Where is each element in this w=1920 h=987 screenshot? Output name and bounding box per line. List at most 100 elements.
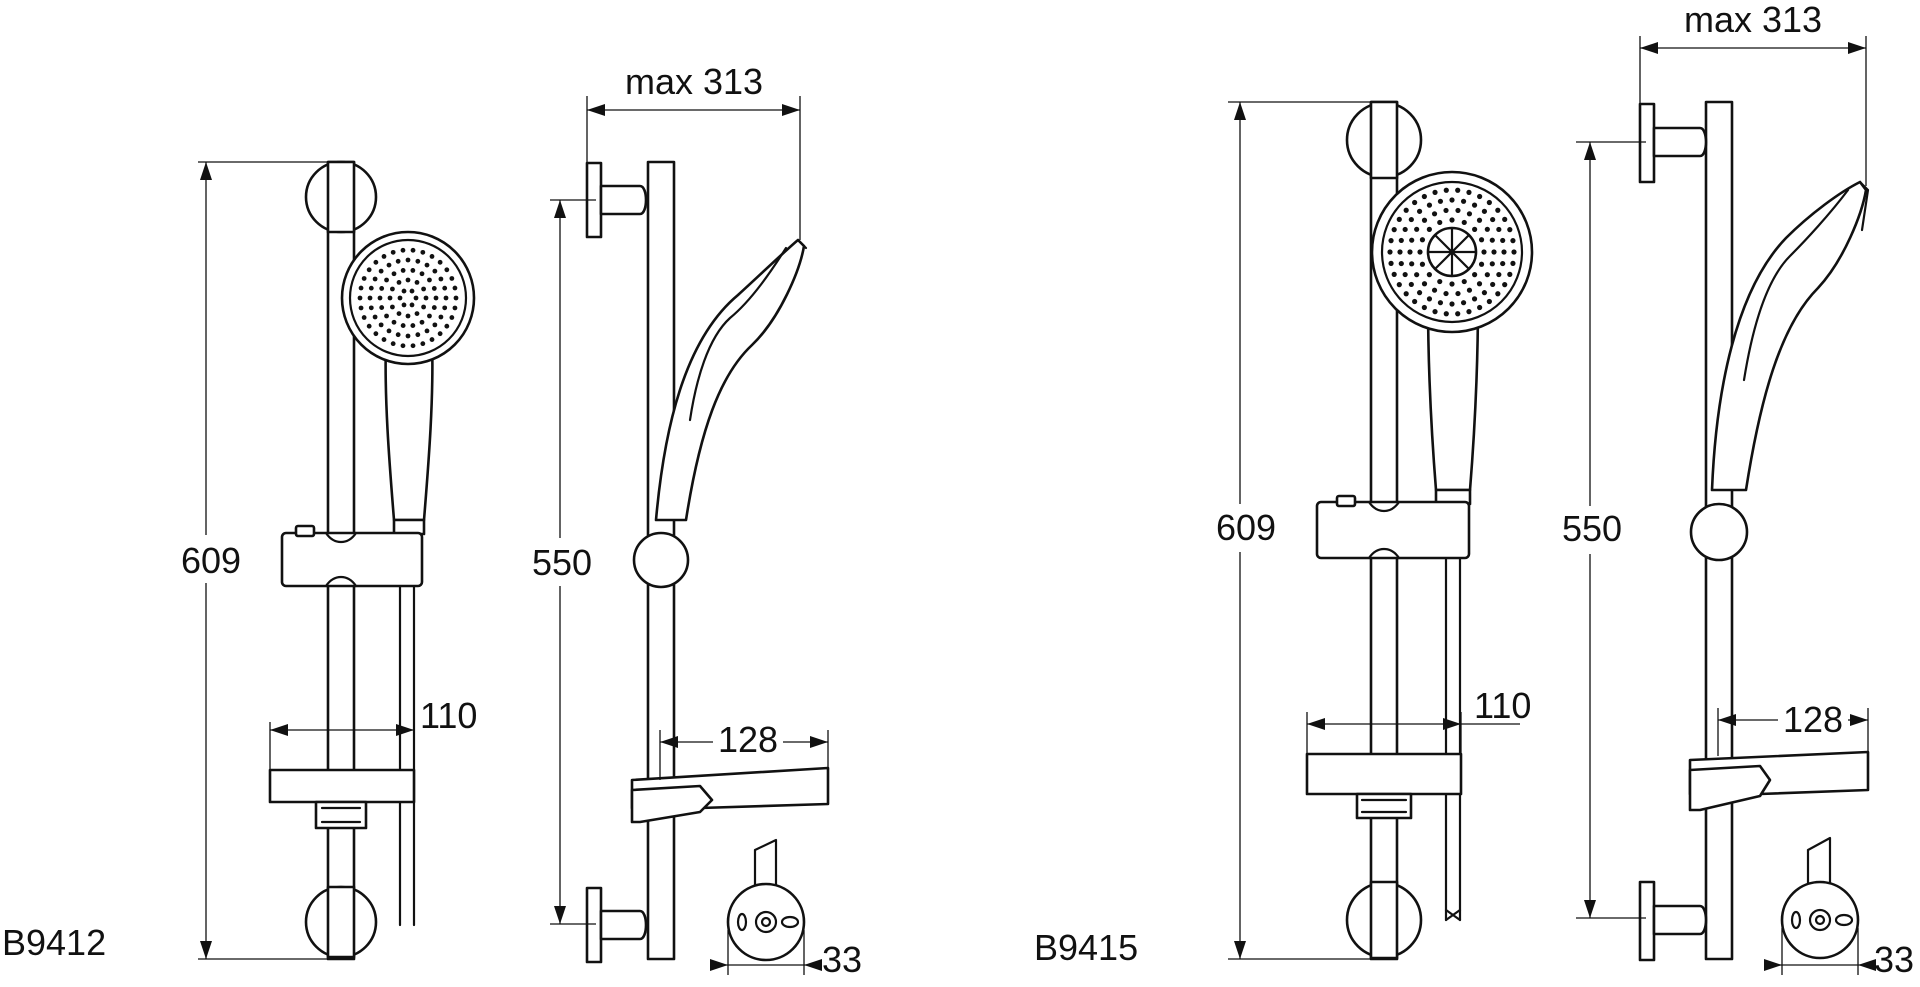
nozzle-dot xyxy=(1486,298,1492,305)
nozzle-dot xyxy=(429,254,435,259)
nozzle-dot xyxy=(1402,271,1408,278)
nozzle-dot xyxy=(1455,290,1461,297)
nozzle-dot xyxy=(1466,211,1473,217)
nozzle-dot xyxy=(395,258,401,264)
nozzle-dot xyxy=(1421,304,1427,311)
nozzle-dot xyxy=(1500,237,1506,244)
nozzle-dot xyxy=(1409,261,1415,267)
left-side-spacing-label: 550 xyxy=(532,542,592,583)
nozzle-dot xyxy=(384,277,389,283)
nozzle-dot xyxy=(424,328,430,334)
left-front-handshower-handle xyxy=(384,338,434,522)
nozzle-dot xyxy=(405,313,411,319)
nozzle-dot xyxy=(415,258,421,264)
nozzle-dot xyxy=(1489,261,1495,267)
left-front-soap-clamp xyxy=(314,800,368,830)
nozzle-dot xyxy=(1432,189,1438,195)
left-side-handshower xyxy=(654,238,806,522)
nozzle-dot xyxy=(1388,238,1394,244)
left-front-hose xyxy=(398,543,416,927)
nozzle-dot xyxy=(449,315,455,320)
nozzle-dot xyxy=(1421,193,1427,200)
nozzle-dot xyxy=(400,323,406,328)
nozzle-dot xyxy=(1455,207,1461,214)
nozzle-dot xyxy=(372,314,378,320)
nozzle-dot xyxy=(1398,237,1404,244)
nozzle-dot xyxy=(366,267,372,273)
nozzle-dot xyxy=(443,295,449,301)
nozzle-dot xyxy=(1403,291,1409,297)
nozzle-dot xyxy=(373,259,379,265)
nozzle-dot xyxy=(368,305,374,311)
nozzle-dot xyxy=(1472,272,1478,278)
right-front-view: 609 110 xyxy=(1212,100,1534,961)
nozzle-dot xyxy=(1484,226,1490,232)
left-front-soap-width-label: 110 xyxy=(420,695,477,736)
nozzle-dot xyxy=(433,295,439,301)
nozzle-dot xyxy=(1388,260,1394,266)
nozzle-dot xyxy=(1421,217,1428,223)
nozzle-dot xyxy=(373,331,379,337)
nozzle-dot xyxy=(1426,272,1432,278)
nozzle-dot xyxy=(453,295,459,301)
nozzle-dot xyxy=(1510,238,1516,244)
nozzle-dot xyxy=(390,286,395,292)
nozzle-dot xyxy=(377,295,383,301)
nozzle-dot xyxy=(1466,189,1472,195)
nozzle-dot xyxy=(1426,296,1433,302)
nozzle-dot xyxy=(419,271,425,277)
right-front-nozzles xyxy=(1387,187,1517,317)
nozzle-dot xyxy=(414,280,420,285)
left-model-code: B9412 xyxy=(2,922,106,963)
nozzle-dot xyxy=(438,314,444,320)
nozzle-dot xyxy=(1431,287,1438,293)
nozzle-dot xyxy=(378,322,384,328)
nozzle-dot xyxy=(437,331,443,337)
nozzle-dot xyxy=(1460,198,1467,204)
nozzle-dot xyxy=(1391,227,1397,233)
nozzle-dot xyxy=(1437,278,1443,285)
nozzle-dot xyxy=(410,343,416,349)
nozzle-dot xyxy=(400,268,406,273)
nozzle-dot xyxy=(1416,208,1423,214)
nozzle-dot xyxy=(410,268,416,273)
nozzle-dot xyxy=(391,319,397,325)
right-detail-view: 33 xyxy=(1764,836,1914,980)
nozzle-dot xyxy=(414,311,420,316)
nozzle-dot xyxy=(1477,304,1483,311)
nozzle-dot xyxy=(1511,249,1517,255)
nozzle-dot xyxy=(1443,311,1449,317)
nozzle-dot xyxy=(1466,309,1472,315)
nozzle-dot xyxy=(431,286,437,291)
nozzle-dot xyxy=(1491,249,1497,255)
nozzle-dot xyxy=(386,328,392,334)
nozzle-dot xyxy=(1412,298,1418,305)
nozzle-dot xyxy=(386,262,392,268)
nozzle-dot xyxy=(372,276,378,282)
nozzle-dot xyxy=(1495,207,1501,213)
nozzle-dot xyxy=(1478,237,1485,243)
nozzle-dot xyxy=(1478,261,1485,267)
nozzle-dot xyxy=(1437,198,1444,204)
nozzle-dot xyxy=(1412,199,1418,206)
right-front-soap-clamp xyxy=(1355,792,1413,820)
right-detail-diameter-label: 33 xyxy=(1874,939,1914,980)
nozzle-dot xyxy=(1496,226,1502,233)
nozzle-dot xyxy=(1419,237,1426,243)
nozzle-dot xyxy=(421,304,426,310)
nozzle-dot xyxy=(1449,301,1455,307)
nozzle-dot xyxy=(1472,226,1478,232)
nozzle-dot xyxy=(1408,216,1414,223)
nozzle-dot xyxy=(395,332,401,338)
left-front-nozzles xyxy=(357,247,459,349)
nozzle-dot xyxy=(405,257,411,263)
nozzle-dot xyxy=(1408,281,1414,288)
nozzle-dot xyxy=(1449,281,1455,287)
nozzle-dot xyxy=(366,323,372,329)
nozzle-dot xyxy=(1437,219,1443,226)
nozzle-dot xyxy=(431,305,437,310)
nozzle-dot xyxy=(1443,207,1449,214)
nozzle-dot xyxy=(1507,227,1513,233)
nozzle-dot xyxy=(409,302,415,308)
right-front-hose xyxy=(1444,553,1462,922)
